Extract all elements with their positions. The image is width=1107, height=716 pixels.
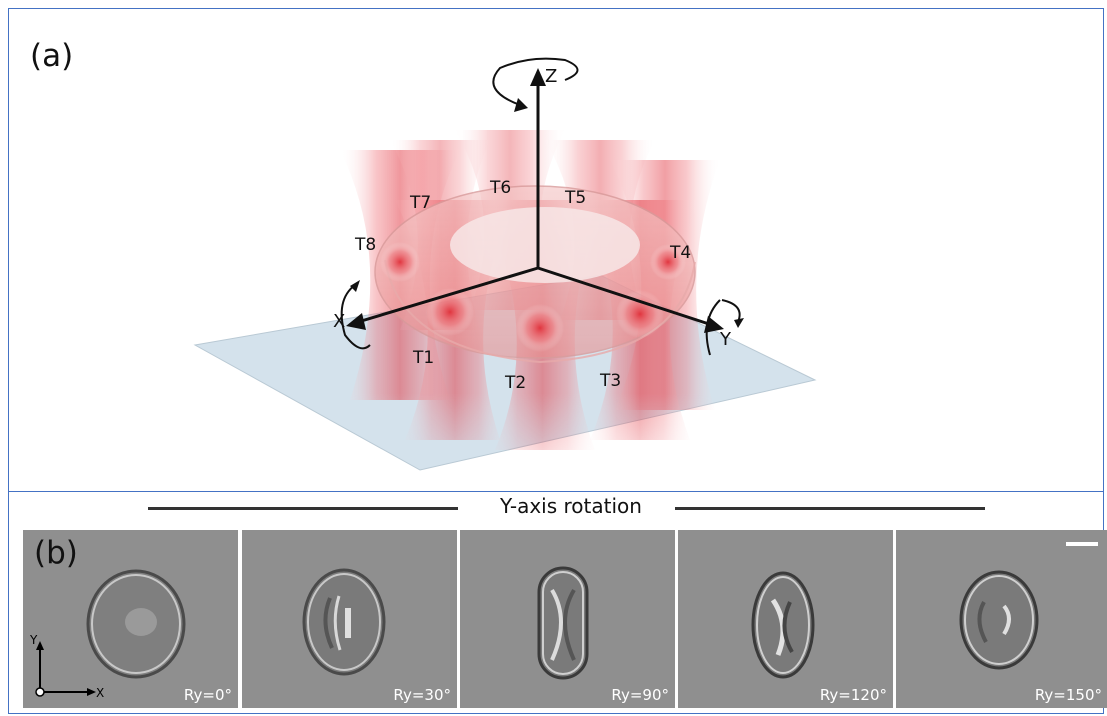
axis-label-z: Z [545,66,557,87]
cell-image-ry-120 [751,571,815,679]
rotation-frames: Ry=0° Y X Ry=30° Ry=90° [23,530,1107,708]
inset-axis-label-x: X [96,686,104,700]
trap-label-t1: T1 [412,348,434,368]
frame-label-ry-30: Ry=30° [393,686,451,704]
trap-label-t5: T5 [564,188,586,208]
trap-label-t4: T4 [669,243,691,263]
frame-label-ry-120: Ry=120° [819,686,887,704]
frame-label-ry-0: Ry=0° [183,686,232,704]
trap-label-t3: T3 [599,371,621,391]
trap-foci [380,242,686,352]
panel-b-label: (b) [34,535,78,571]
cell-image-ry-90 [537,566,589,680]
trap-label-t6: T6 [489,178,511,198]
rotation-bar-left [148,507,458,510]
scale-bar [1066,542,1098,546]
frame-ry-90: Ry=90° [460,530,675,708]
panel-a-label: (a) [30,38,74,74]
frame-ry-30: Ry=30° [242,530,457,708]
rotation-title: Y-axis rotation [500,494,642,518]
coordinate-axes [346,68,724,333]
rotation-arrows [340,57,744,356]
axis-label-x: X [333,311,345,332]
frame-ry-0: Ry=0° Y X [23,530,238,708]
frame-label-ry-90: Ry=90° [611,686,669,704]
frame-ry-120: Ry=120° [678,530,893,708]
trap-label-t8: T8 [354,235,376,255]
rotation-bar-right [675,507,985,510]
frame-label-ry-150: Ry=150° [1034,686,1102,704]
axis-label-y: Y [719,329,732,350]
trap-label-t7: T7 [409,193,431,213]
frame-ry-150: Ry=150° [896,530,1107,708]
trap-diagram: Z X Y T1 T2 T3 T4 T5 T6 T7 T8 [193,57,817,471]
inset-axis-label-y: Y [29,633,38,647]
cell-image-ry-30 [302,568,386,676]
cell-image-ry-150 [959,542,1098,670]
trap-label-t2: T2 [504,373,526,393]
cell-image-ry-0 [86,569,186,679]
inset-axes: Y X [29,633,104,700]
